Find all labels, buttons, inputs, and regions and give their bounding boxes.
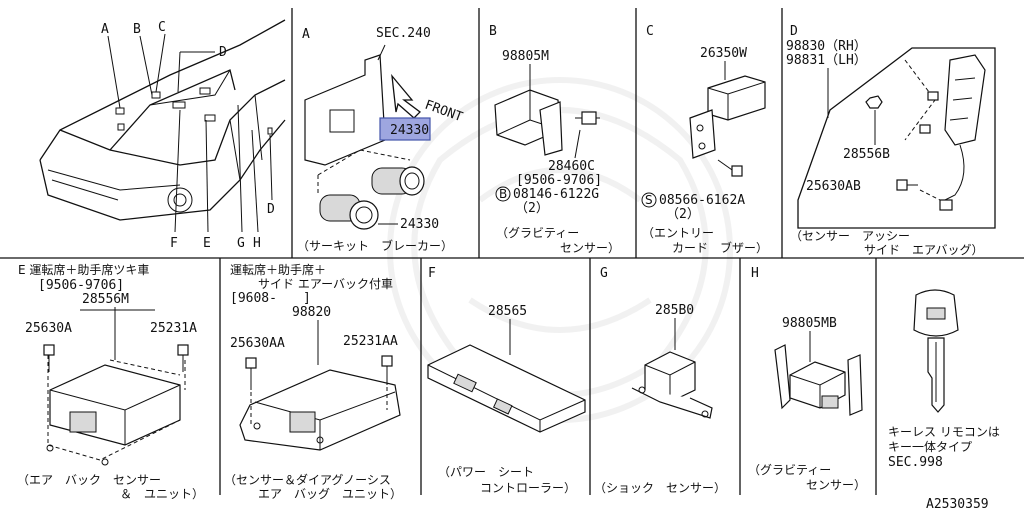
panel-key-line3: SEC.998	[888, 455, 943, 470]
panel-b-caption2: センサー）	[560, 241, 620, 255]
panel-grid	[0, 8, 1024, 495]
callout-b: B	[133, 22, 141, 37]
panel-d-part-rh: 98830（RH）	[786, 39, 867, 54]
car-overview	[39, 19, 286, 221]
panel-a-caption: （サーキット ブレーカー）	[297, 238, 453, 253]
panel-d-caption1: （センサー アッシー	[790, 229, 910, 243]
panel-f-caption1: （パワー シート	[438, 465, 534, 479]
panel-d-part-bolt: 25630AB	[806, 179, 861, 194]
side-airbag-sensor	[904, 54, 986, 211]
panel-f-caption2: コントローラー）	[480, 481, 576, 495]
callout-h: H	[253, 236, 261, 251]
airbag-sensor-unit	[43, 344, 189, 466]
panel-e2-caption2: エア バッグ ユニット）	[258, 487, 402, 501]
panel-e2-bolt-left: 25630AA	[230, 336, 285, 351]
panel-d-part-nut: 28556B	[843, 147, 890, 162]
panel-c-part-screw: 08566-6162A	[659, 193, 745, 208]
panel-h-caption1: （グラビティー	[748, 463, 831, 477]
panel-a-sec: SEC.240	[376, 26, 431, 41]
panel-e2-bolt-right: 25231AA	[343, 334, 398, 349]
callout-d-top: D	[219, 45, 227, 60]
panel-d-frame	[797, 47, 996, 229]
panel-c-caption2: カード ブザー）	[672, 240, 768, 255]
panel-h-part: 98805MB	[782, 316, 837, 331]
gravity-sensor	[494, 89, 600, 156]
panel-a-letter: A	[302, 27, 310, 42]
panel-b-part-bolt2: 08146-6122G	[513, 187, 599, 202]
car-callout-lines	[107, 33, 273, 233]
panel-c-qty: （2）	[666, 207, 700, 222]
panel-c-circle-s: S	[645, 193, 653, 207]
panel-d-letter: D	[790, 24, 798, 39]
panel-e-caption1: （エア バック センサー	[17, 473, 161, 487]
circuit-breaker-bracket	[304, 44, 386, 166]
nut-icon	[865, 95, 883, 109]
power-seat-controller	[427, 344, 586, 433]
panel-e2-title1: 運転席＋助手席＋	[230, 262, 326, 277]
panel-e-caption2: ＆ ユニット）	[120, 487, 204, 501]
highlight-box	[379, 117, 431, 141]
callout-a: A	[101, 22, 109, 37]
panel-f-part: 28565	[488, 304, 527, 319]
panel-b-date: [9506-9706]	[516, 173, 602, 188]
shock-sensor	[631, 351, 713, 419]
panel-e2-part-top: 98820	[292, 305, 331, 320]
panel-c-letter: C	[646, 24, 654, 39]
panel-e-title: E 運転席＋助手席ツキ車	[18, 262, 149, 277]
panel-e2-date: [9608- ]	[230, 291, 311, 306]
panel-b-qty: （2）	[515, 201, 549, 216]
panel-g-letter: G	[600, 266, 608, 281]
panel-e-bolt-left: 25630A	[25, 321, 72, 336]
panel-g-part: 285B0	[655, 303, 694, 318]
entry-card-buzzer	[689, 75, 766, 177]
panel-d-caption2: サイド エアバッグ）	[864, 243, 984, 257]
panel-h-caption2: センサー）	[806, 478, 866, 492]
front-arrow-icon	[391, 73, 421, 119]
panel-c-part-top: 26350W	[700, 46, 747, 61]
panel-a-part-highlight: 24330	[390, 123, 429, 138]
callout-f: F	[170, 236, 178, 251]
panel-e-bolt-right: 25231A	[150, 321, 197, 336]
panel-a-part-lower: 24330	[400, 217, 439, 232]
figure-id: A2530359	[926, 497, 989, 510]
panel-b-part-bolt: 28460C	[548, 159, 595, 174]
key-icon	[913, 289, 959, 413]
panel-h-letter: H	[751, 266, 759, 281]
circuit-breaker-parts	[317, 149, 425, 230]
diagnosis-airbag-unit	[239, 355, 401, 451]
panel-b-part-top: 98805M	[502, 49, 549, 64]
bolt-icon	[896, 179, 918, 191]
panel-key-line1: キーレス リモコンは	[888, 425, 1000, 439]
panel-b-circle-b: B	[499, 187, 507, 201]
gravity-sensor-h	[774, 344, 863, 416]
panel-d-part-lh: 98831（LH）	[786, 53, 867, 68]
callout-d-side: D	[267, 202, 275, 217]
panel-e-date: [9506-9706]	[38, 278, 124, 293]
panel-f-letter: F	[428, 266, 436, 281]
callout-c: C	[158, 20, 166, 35]
panel-e-part-top: 28556M	[82, 292, 129, 307]
panel-key-line2: キー一体タイプ	[888, 440, 972, 454]
panel-b-letter: B	[489, 24, 497, 39]
panel-e2-title2: サイド エアーバック付車	[258, 277, 393, 291]
callout-e: E	[203, 236, 211, 251]
callout-g: G	[237, 236, 245, 251]
panel-g-caption: （ショック センサー）	[594, 481, 726, 495]
panel-e2-caption1: （センサー＆ダイアグノーシス	[224, 472, 391, 487]
panel-b-caption1: （グラビティー	[496, 226, 579, 240]
panel-c-caption1: （エントリー	[642, 226, 714, 240]
